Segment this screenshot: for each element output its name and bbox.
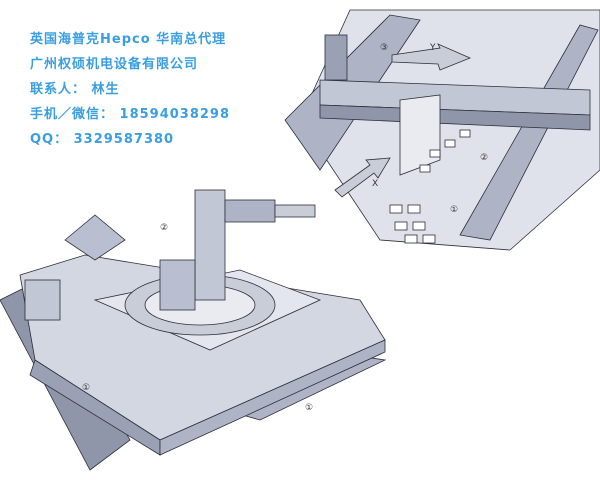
callout-1-upper: ① <box>450 205 458 215</box>
rotary-table-assembly <box>0 189 387 471</box>
axis-x-label: X <box>372 179 378 189</box>
callout-2-lower: ② <box>160 223 168 233</box>
contact-person: 联系人： 林生 <box>30 82 120 97</box>
company-name: 广州权硕机电设备有限公司 <box>30 57 199 72</box>
axis-y-label: Y <box>429 43 436 53</box>
gripper-arm <box>224 199 276 223</box>
vertical-column <box>194 189 226 301</box>
callout-2-upper: ② <box>480 153 488 163</box>
motion-arrows <box>64 214 126 261</box>
gantry-system <box>284 9 600 251</box>
motor <box>324 34 348 81</box>
phone-wechat: 手机／微信： 18594038298 <box>30 107 231 122</box>
callout-1-lower-right: ① <box>305 403 313 413</box>
x-arrow <box>334 157 391 198</box>
distributor-line: 英国海普克Hepco 华南总代理 <box>30 32 227 47</box>
drive-block <box>24 279 61 321</box>
y-arrow <box>391 43 472 71</box>
callout-1-lower-left: ① <box>82 383 90 393</box>
callout-3: ③ <box>380 43 388 53</box>
qq-number: QQ： 3329587380 <box>30 132 175 147</box>
